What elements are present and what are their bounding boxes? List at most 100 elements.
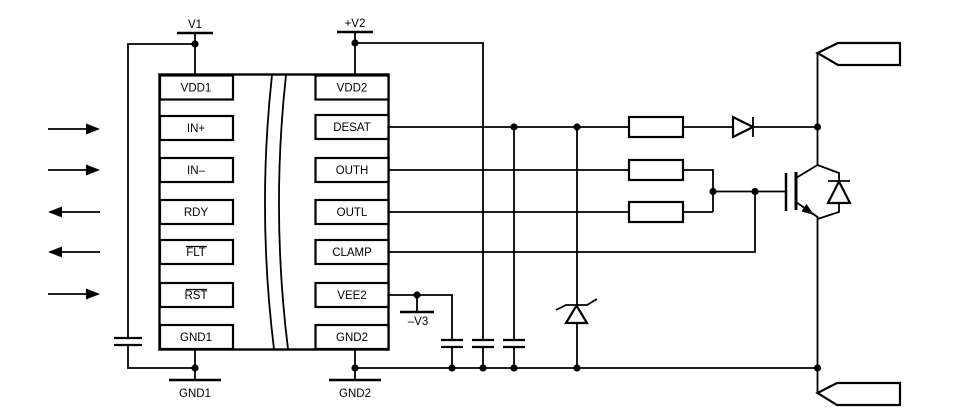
junction-dot bbox=[191, 364, 199, 372]
junction-dot bbox=[351, 364, 359, 372]
outh-gate-resistor bbox=[627, 158, 685, 182]
pin-label: VEE2 bbox=[337, 290, 366, 302]
junction-dot bbox=[813, 364, 822, 372]
pin-label: IN+ bbox=[187, 123, 206, 135]
pin-rst: RST bbox=[158, 281, 235, 309]
pin-clamp: CLAMP bbox=[314, 238, 390, 266]
junction-dot bbox=[191, 40, 199, 48]
junction-dot bbox=[510, 123, 518, 131]
pin-box bbox=[314, 323, 390, 351]
pin-label: IN– bbox=[187, 165, 206, 177]
pin-label: RDY bbox=[184, 207, 209, 219]
pin-box bbox=[314, 74, 390, 101]
pin-label: OUTH bbox=[336, 165, 369, 177]
pin-vdd1: VDD1 bbox=[158, 74, 235, 101]
arrow-in-plus bbox=[48, 123, 100, 135]
v3-supply: –V3 bbox=[400, 295, 434, 328]
primary-side-wiring: V1 GND1 bbox=[114, 19, 221, 400]
pin-label: FLT bbox=[186, 247, 206, 259]
pin-box bbox=[314, 281, 390, 309]
junction-dot bbox=[479, 364, 487, 372]
arrow-rst-in bbox=[48, 288, 100, 300]
pin-box bbox=[158, 281, 235, 309]
pin-in-plus: IN+ bbox=[158, 114, 235, 142]
clamp-wire bbox=[388, 191, 756, 253]
pin-gnd1: GND1 bbox=[158, 323, 235, 351]
top-terminal-flag bbox=[815, 41, 902, 67]
isolation-barrier-curve-1 bbox=[264, 74, 275, 350]
pin-flt: FLT bbox=[158, 238, 235, 266]
bypass-to-gnd1-wire bbox=[127, 345, 195, 369]
pin-box bbox=[314, 113, 390, 141]
freewheeling-diode bbox=[817, 164, 852, 220]
v3-supply-label: –V3 bbox=[408, 316, 428, 328]
secondary-side-wiring: +V2 bbox=[329, 18, 818, 400]
v1-branch-wire bbox=[127, 43, 195, 338]
vee2-capacitor bbox=[441, 338, 463, 349]
arrow-rdy-out bbox=[48, 206, 100, 218]
junction-dot bbox=[573, 364, 581, 372]
gnd2-label: GND2 bbox=[339, 388, 371, 400]
desat-diode bbox=[731, 115, 756, 139]
v1-supply: V1 bbox=[177, 19, 213, 75]
signal-arrows bbox=[48, 123, 100, 300]
junction-dot bbox=[813, 123, 822, 131]
v1-supply-label: V1 bbox=[188, 19, 202, 31]
pin-box bbox=[314, 238, 390, 266]
outh-join-wire bbox=[683, 169, 714, 212]
pin-box bbox=[158, 74, 235, 101]
pin-label: GND1 bbox=[180, 332, 212, 344]
pin-vee2: VEE2 bbox=[314, 281, 390, 309]
gnd1-label: GND1 bbox=[179, 388, 211, 400]
pin-box bbox=[314, 156, 390, 184]
junction-dot bbox=[351, 39, 359, 47]
desat-blanking-capacitor bbox=[503, 338, 525, 349]
igbt-emitter-wire bbox=[795, 201, 819, 368]
pin-label: RST bbox=[185, 290, 208, 302]
pin-label: VDD2 bbox=[337, 83, 368, 95]
v2-supply: +V2 bbox=[337, 18, 373, 75]
v2-supply-label: +V2 bbox=[345, 18, 366, 30]
dc-bus-terminal-bottom bbox=[815, 368, 902, 407]
junction-dot bbox=[573, 123, 581, 131]
junction-dot bbox=[751, 187, 759, 196]
isolation-barrier-curve-2 bbox=[278, 74, 289, 350]
v2-branch-wire bbox=[355, 42, 484, 340]
ic-block: VDD1 IN+ IN– RDY FLT RST GND1 VDD2 DESAT… bbox=[158, 73, 390, 351]
arrow-flt-out bbox=[48, 246, 100, 258]
junction-dots bbox=[191, 39, 822, 372]
bottom-terminal-flag bbox=[815, 381, 902, 407]
power-stage bbox=[784, 41, 902, 407]
pin-label: GND2 bbox=[336, 332, 368, 344]
junction-dot bbox=[413, 291, 421, 299]
outl-gate-resistor bbox=[627, 200, 685, 224]
junction-dot bbox=[709, 187, 717, 196]
pin-outh: OUTH bbox=[314, 156, 390, 184]
pin-label: VDD1 bbox=[181, 83, 212, 95]
pin-desat: DESAT bbox=[314, 113, 390, 141]
igbt-emitter-arrow bbox=[801, 204, 814, 215]
pin-box bbox=[314, 198, 390, 226]
pin-vdd2: VDD2 bbox=[314, 74, 390, 101]
pin-label: CLAMP bbox=[332, 247, 372, 259]
junction-dot bbox=[510, 364, 518, 372]
pin-outl: OUTL bbox=[314, 198, 390, 226]
pin-gnd2: GND2 bbox=[314, 323, 390, 351]
pin-box bbox=[158, 238, 235, 266]
gnd1-ground: GND1 bbox=[169, 349, 221, 400]
junction-dot bbox=[448, 364, 456, 372]
vee2-wire bbox=[388, 294, 453, 340]
pin-box bbox=[158, 156, 235, 184]
vdd1-bypass-capacitor bbox=[114, 336, 142, 347]
gnd2-ground: GND2 bbox=[329, 349, 381, 400]
dc-bus-terminal-top bbox=[815, 41, 902, 127]
vdd2-capacitor bbox=[472, 338, 494, 349]
igbt-collector-wire bbox=[795, 127, 819, 179]
desat-resistor bbox=[627, 115, 685, 139]
pin-box bbox=[158, 198, 235, 226]
arrow-in-minus bbox=[48, 164, 100, 176]
pin-in-minus: IN– bbox=[158, 156, 235, 184]
pin-label: DESAT bbox=[333, 122, 371, 134]
